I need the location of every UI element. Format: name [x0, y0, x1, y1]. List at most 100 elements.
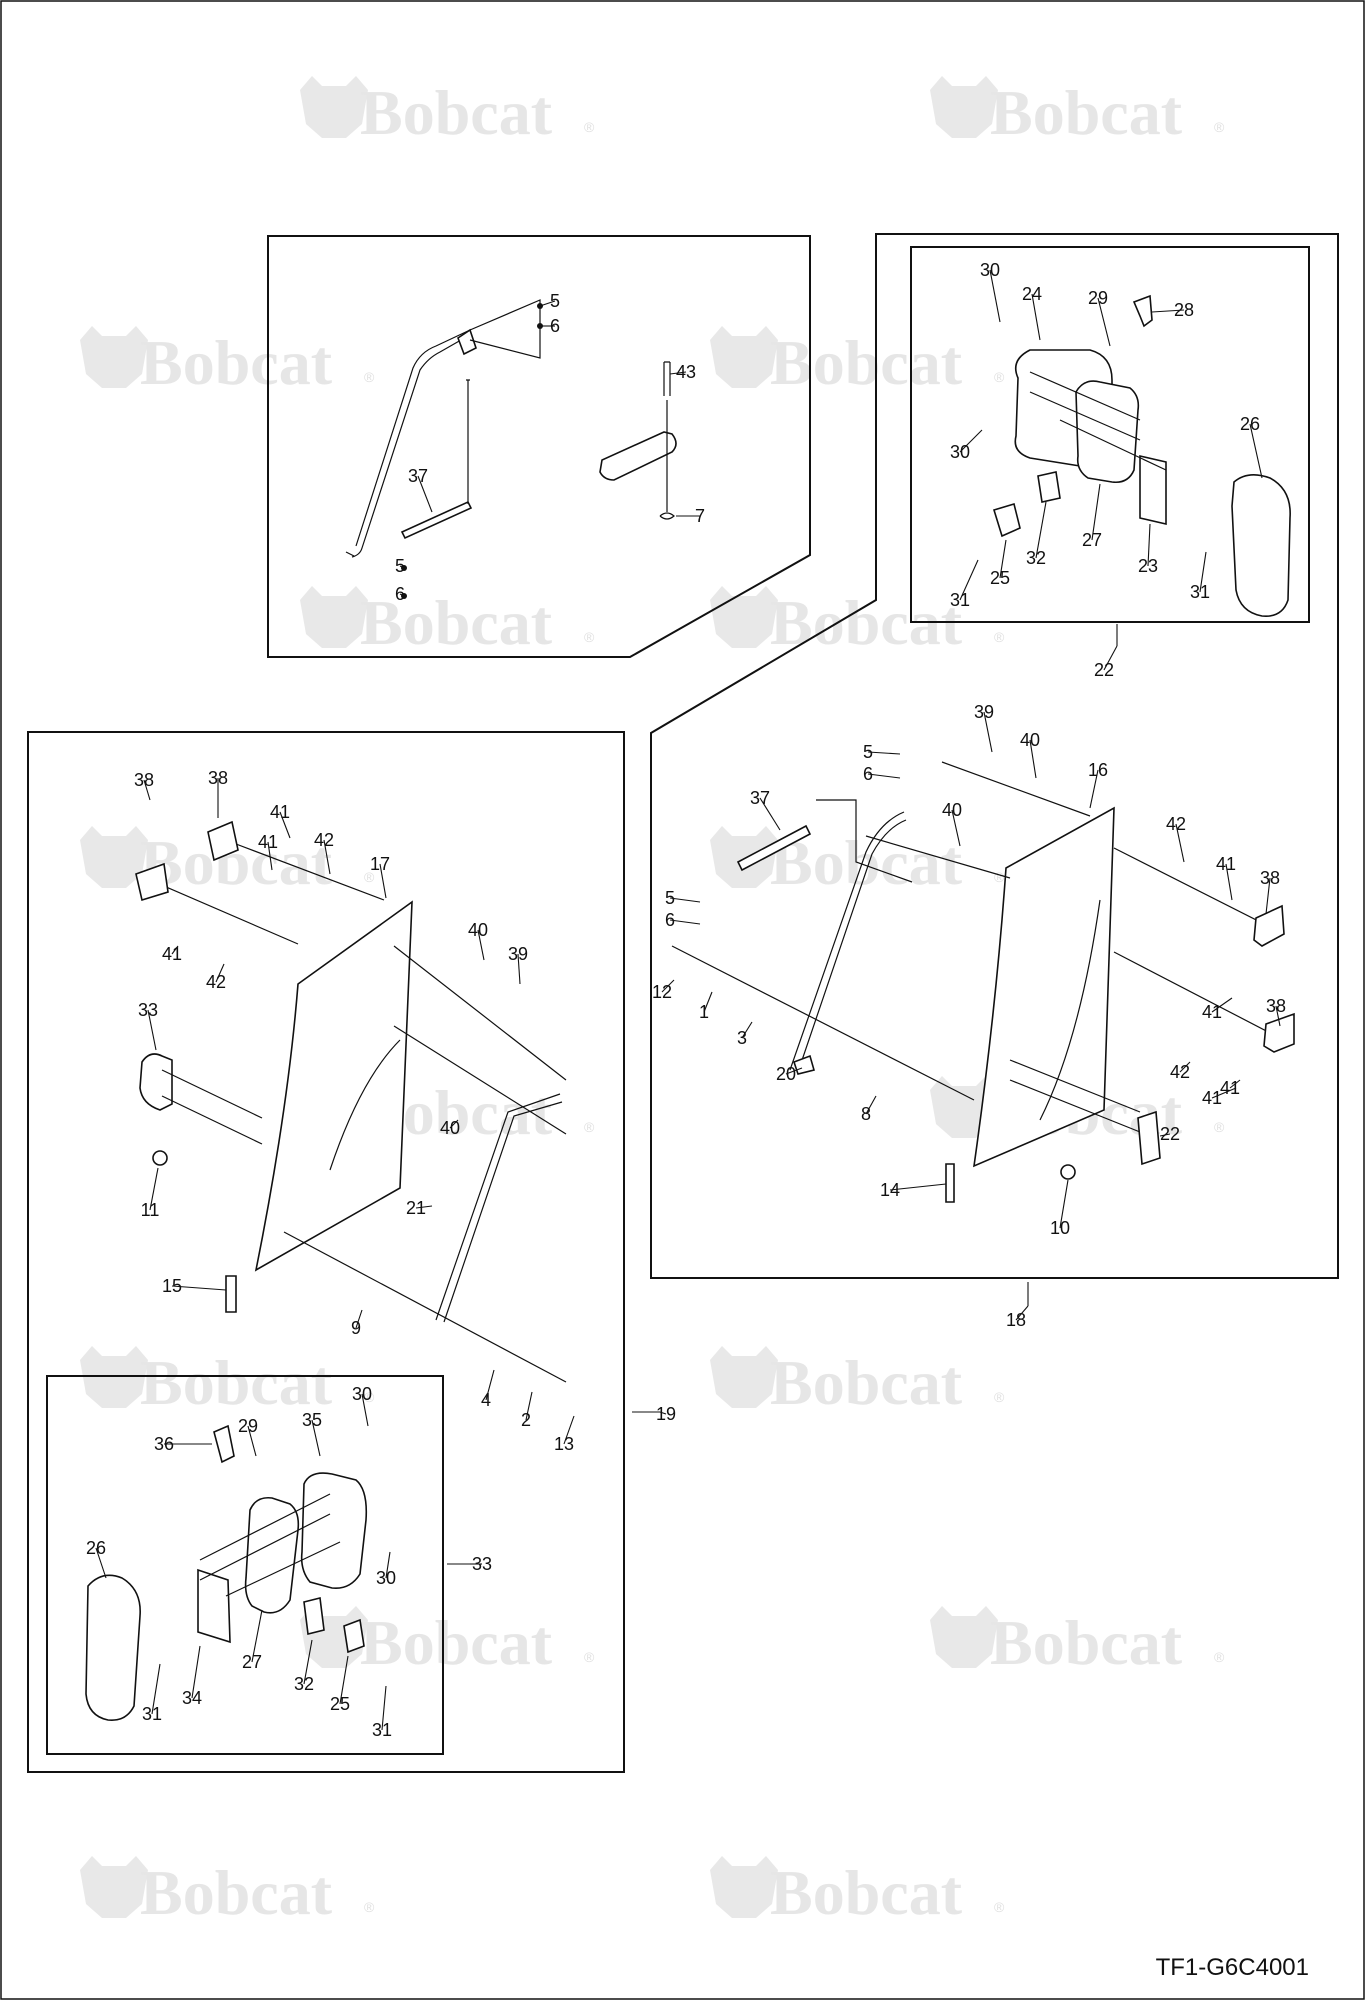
- callout-leader: [1015, 1305, 1029, 1321]
- plate-32: [1037, 471, 1061, 503]
- callout-33: 33: [472, 1554, 492, 1574]
- hinge-38-left-a: [207, 820, 239, 862]
- watermark-logo: Bobcat ®: [80, 326, 375, 398]
- watermark-text: Bobcat: [140, 327, 333, 398]
- callout-23: 23: [1138, 556, 1158, 576]
- callout-34: 34: [182, 1688, 202, 1708]
- callout-leader: [171, 1285, 227, 1291]
- callout-leader: [1031, 293, 1041, 341]
- callout-leader: [759, 797, 781, 831]
- callout-15: 15: [162, 1276, 182, 1296]
- wiper-21: [435, 1093, 563, 1323]
- callout-10: 10: [1050, 1218, 1070, 1238]
- callout-41: 41: [162, 944, 182, 964]
- callout-leader: [385, 1551, 391, 1579]
- callout-leader: [669, 371, 687, 375]
- callout-20: 20: [776, 1064, 796, 1084]
- handle-26-left: [85, 1574, 141, 1722]
- callout-leader: [889, 1183, 947, 1191]
- callout-leader: [1211, 1087, 1237, 1099]
- callout-leader: [865, 1095, 877, 1115]
- callout-24: 24: [1022, 284, 1042, 304]
- callout-22: 22: [1094, 660, 1114, 680]
- right-wiper-arm: [789, 811, 907, 1073]
- callout-4: 4: [481, 1390, 491, 1410]
- callout-leader: [361, 1393, 369, 1427]
- callout-41: 41: [258, 832, 278, 852]
- bobcat-head-icon: [710, 586, 778, 648]
- callout-leader: [485, 1369, 495, 1401]
- watermark-registered-mark: ®: [584, 119, 595, 135]
- callout-leader: [517, 953, 521, 985]
- callout-32: 32: [294, 1674, 314, 1694]
- watermark-logo: Bobcat®: [300, 1606, 595, 1678]
- callout-leader: [247, 1425, 257, 1457]
- callout-37: 37: [408, 466, 428, 486]
- callout-leader: [703, 991, 713, 1013]
- callout-leader: [539, 300, 556, 307]
- latch-33: [139, 1053, 173, 1111]
- callout-42: 42: [314, 830, 334, 850]
- callout-leader: [171, 945, 179, 955]
- callout-40: 40: [468, 920, 488, 940]
- mount-plate-line: [469, 299, 541, 359]
- callout-leader: [867, 751, 901, 755]
- callout-40: 40: [440, 1118, 460, 1138]
- watermark-text: Bobcat: [360, 587, 553, 658]
- callout-leader: [1175, 823, 1185, 863]
- bobcat-head-icon: [300, 76, 368, 138]
- bobcat-head-icon: [80, 326, 148, 388]
- callout-leader: [1159, 1133, 1171, 1137]
- watermark-registered-mark: ®: [364, 369, 375, 385]
- gasket-27-left: [244, 1496, 300, 1614]
- callout-leader: [1249, 423, 1263, 479]
- callout-leader: [355, 1309, 363, 1329]
- gasket-27: [1075, 380, 1140, 484]
- callout-14: 14: [880, 1180, 900, 1200]
- wiper-arm: [345, 329, 471, 558]
- callout-leader: [1199, 551, 1207, 593]
- callout-leader: [983, 711, 993, 753]
- callout-3: 3: [737, 1028, 747, 1048]
- glass-curve: [1039, 899, 1101, 1121]
- callout-6: 6: [665, 910, 675, 930]
- bobcat-head-icon: [80, 1856, 148, 1918]
- plate-32-left: [303, 1597, 325, 1635]
- pad-14: [945, 1163, 955, 1203]
- bobcat-head-icon: [710, 1346, 778, 1408]
- watermark-text: Bobcat: [990, 77, 1183, 148]
- callout-8: 8: [861, 1104, 871, 1124]
- callout-leader: [1029, 739, 1037, 779]
- callout-leader: [215, 963, 225, 983]
- watermark-registered-mark: ®: [994, 869, 1005, 885]
- callout-leader: [191, 1645, 201, 1699]
- watermark-logo: Bobcat®: [710, 1856, 1005, 1928]
- watermark-registered-mark: ®: [364, 1899, 375, 1915]
- arm-bracket: [457, 328, 477, 356]
- lower-rod: [283, 1231, 567, 1383]
- watermark-text: Bobcat: [770, 1347, 963, 1418]
- watermark-logo: Bobcat®: [300, 586, 595, 658]
- right-inset-parts: [992, 294, 1291, 617]
- drawing-code: TF1-G6C4001: [1155, 1954, 1309, 1981]
- callout-leader: [1089, 769, 1099, 809]
- right-wiper-plate: [816, 799, 913, 883]
- watermark-text: Bobcat: [140, 827, 333, 898]
- watermark-registered-mark: ®: [1214, 1649, 1225, 1665]
- callout-25: 25: [330, 1694, 350, 1714]
- catch-36: [213, 1424, 235, 1464]
- watermark-logo: Bobcat®: [710, 1346, 1005, 1418]
- callout-41: 41: [270, 802, 290, 822]
- bobcat-head-icon: [300, 586, 368, 648]
- strut-pin: [466, 379, 470, 504]
- callout-leader: [95, 1547, 107, 1579]
- hinge-38a: [1253, 904, 1285, 947]
- glass-curve-left: [329, 1039, 401, 1171]
- callout-30: 30: [352, 1384, 372, 1404]
- callout-leader: [251, 1609, 263, 1663]
- callout-6: 6: [550, 316, 560, 336]
- callout-leader: [399, 593, 405, 597]
- callout-leader: [951, 809, 961, 847]
- callout-11: 11: [141, 1200, 160, 1220]
